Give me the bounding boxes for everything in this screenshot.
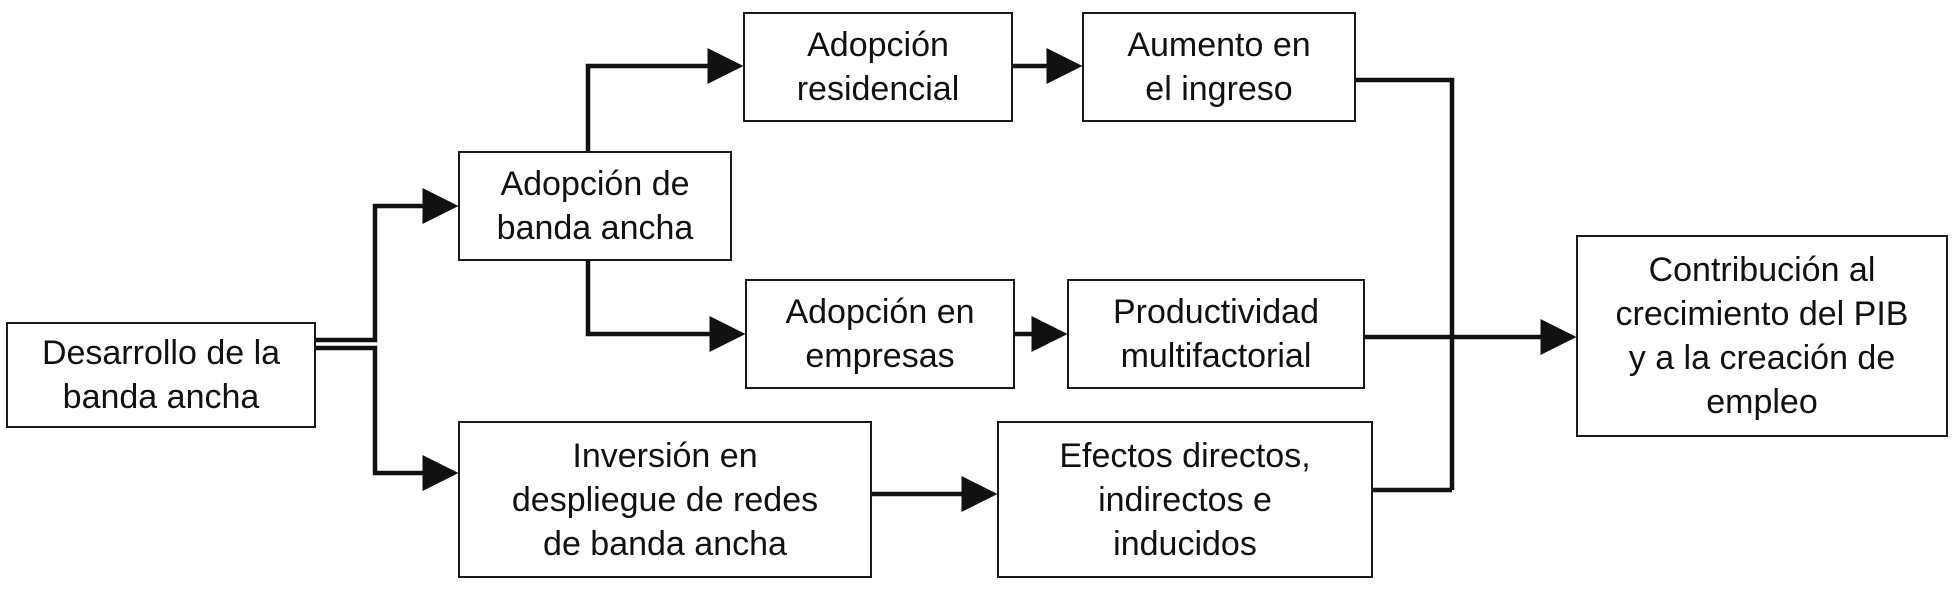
edge-desarrollo-to-inversion bbox=[316, 345, 459, 491]
edge-aumento-to-merge bbox=[1356, 77, 1455, 490]
edge-adopcion-banda-ancha-to-empresas bbox=[585, 261, 746, 352]
node-adopcion-residencial: Adopción residencial bbox=[743, 12, 1013, 122]
node-desarrollo-banda-ancha: Desarrollo de la banda ancha bbox=[6, 322, 316, 428]
node-productividad-multifactorial: Productividad multifactorial bbox=[1067, 279, 1365, 389]
node-adopcion-banda-ancha: Adopción de banda ancha bbox=[458, 151, 732, 261]
node-aumento-ingreso: Aumento en el ingreso bbox=[1082, 12, 1356, 122]
node-inversion-despliegue: Inversión en despliegue de redes de band… bbox=[458, 421, 872, 578]
edge-desarrollo-to-adopcion-banda-ancha bbox=[316, 188, 459, 343]
node-contribucion-pib: Contribución al crecimiento del PIB y a … bbox=[1576, 235, 1948, 437]
node-efectos-directos: Efectos directos, indirectos e inducidos bbox=[997, 421, 1373, 578]
edge-adopcion-banda-ancha-to-residencial bbox=[585, 48, 744, 151]
node-adopcion-empresas: Adopción en empresas bbox=[745, 279, 1015, 389]
